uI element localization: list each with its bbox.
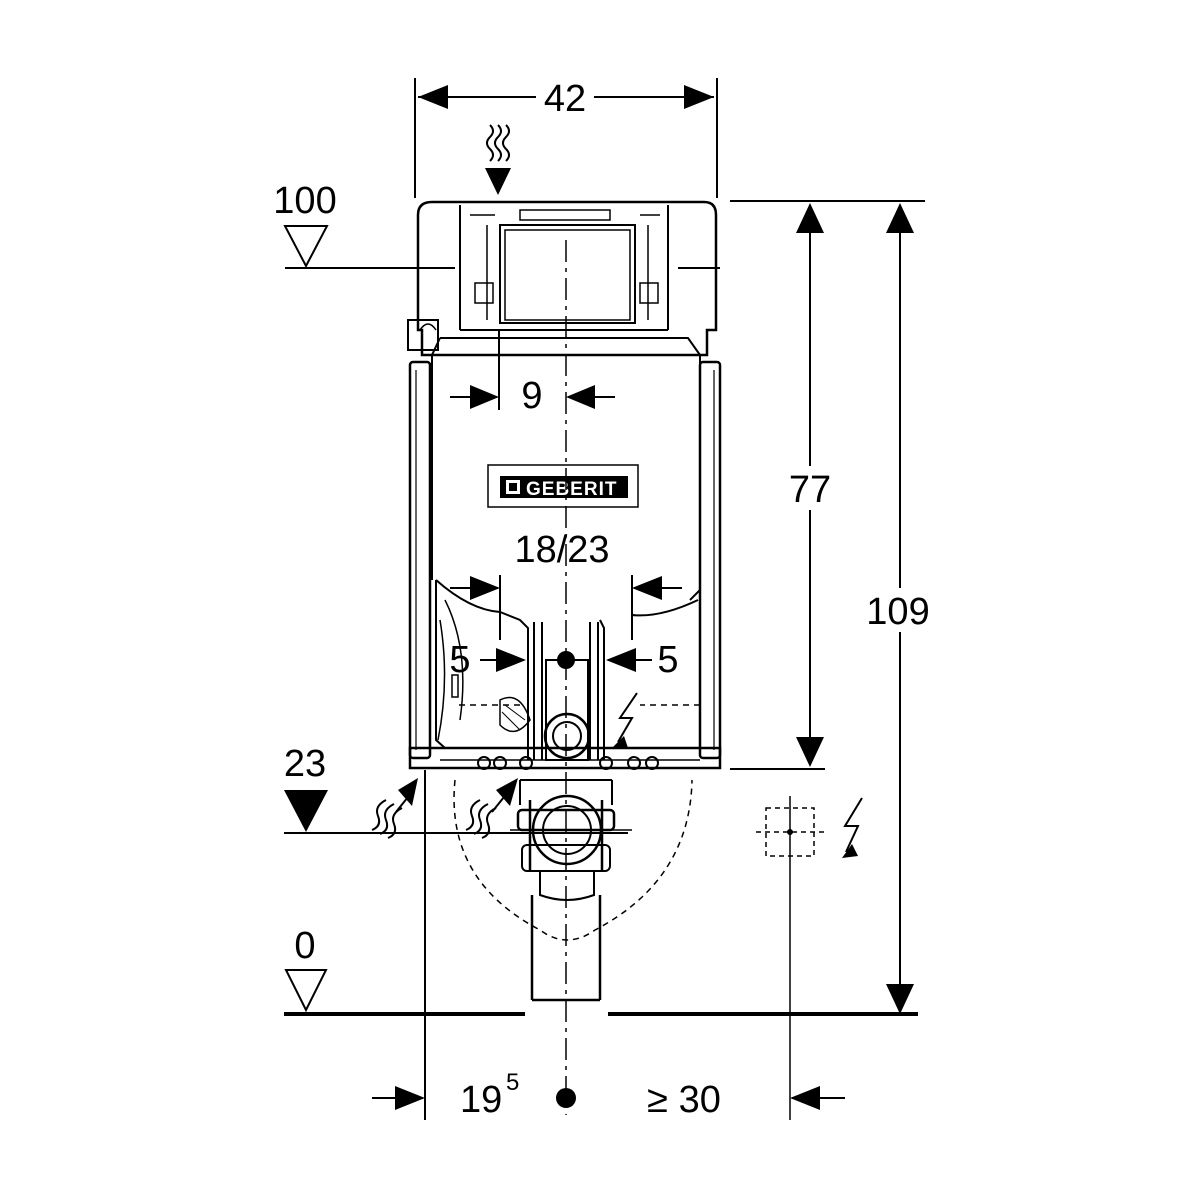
level-0-marker: 0 (284, 925, 918, 1016)
wall-offset-base: 19 (460, 1079, 502, 1121)
level-top-label: 100 (273, 180, 336, 222)
cistern-frame (405, 200, 722, 770)
water-supply-icon (485, 124, 511, 195)
width-label: 42 (544, 78, 586, 120)
side-clearance-label: ≥ 30 (647, 1079, 721, 1121)
height-dimensions: 77 109 (730, 200, 942, 1014)
center-point-lower (556, 1088, 576, 1108)
water-inlet-icon-2 (465, 778, 518, 839)
pan-spacing-label: 18/23 (514, 529, 609, 571)
flush-offset-label: 9 (521, 375, 542, 417)
flush-offset-dimension: 9 (450, 330, 615, 417)
socket-icon (756, 796, 824, 1120)
level-23-marker: 23 (284, 743, 628, 834)
drain-assembly (435, 579, 700, 1002)
wall-offset-dimension: 19 5 (372, 1069, 576, 1121)
level-100-marker: 100 (273, 180, 405, 269)
frame-height-label: 77 (789, 469, 831, 511)
level-supply-label: 23 (284, 743, 326, 785)
geberit-logo: GEBERIT (487, 464, 639, 508)
center-point-upper (557, 651, 575, 669)
pan-spacing-dimension: 18/23 (450, 529, 682, 640)
total-height-label: 109 (866, 591, 929, 633)
wall-offset-exp: 5 (506, 1069, 519, 1096)
electric-icon (612, 692, 638, 748)
right-gap-label: 5 (657, 639, 678, 681)
level-floor-label: 0 (294, 925, 315, 967)
left-gap-label: 5 (449, 639, 470, 681)
logo-text: GEBERIT (526, 479, 617, 500)
water-inlet-icon (371, 778, 418, 839)
width-dimension: 42 (414, 78, 718, 198)
side-clearance-dimension: ≥ 30 (647, 1079, 845, 1121)
electric-icon-2 (842, 797, 863, 858)
left-gap-dimension: 5 (449, 639, 526, 681)
right-gap-dimension: 5 (606, 639, 679, 681)
